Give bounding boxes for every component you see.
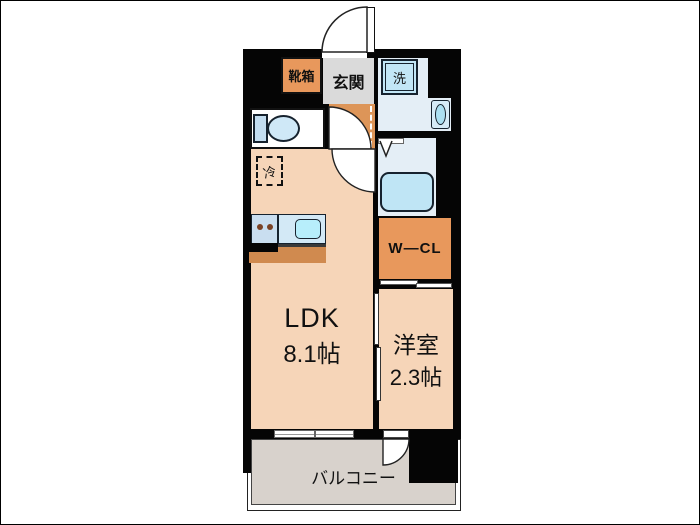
western-room: 洋室 2.3帖: [379, 289, 453, 429]
wcl-label: W—CL: [388, 240, 442, 257]
hall-door1-dash: [370, 106, 372, 147]
shoe-box-label: 靴箱: [288, 69, 315, 84]
window-line-2: [316, 433, 353, 435]
window-line: [275, 433, 314, 435]
ldk-window: [274, 430, 315, 438]
kitchen-sink: [295, 219, 321, 239]
washing-machine-inner: [385, 63, 414, 91]
genkan-label: 玄関: [332, 75, 365, 92]
western-room-label: 洋室: [393, 332, 439, 358]
left-wall-stub: [243, 439, 251, 473]
entrance-door-swing: [321, 6, 368, 53]
western-room-size: 2.3帖: [389, 365, 443, 390]
corner-wall-block: [409, 439, 458, 483]
wcl-sliding-door-2: [416, 283, 452, 288]
room-sliding-door: [374, 293, 379, 345]
washing-machine: 洗: [381, 59, 418, 95]
balcony-door-panel: [383, 430, 409, 438]
toilet-tank: [253, 114, 268, 143]
bathtub: [380, 172, 434, 212]
room-sliding-door-2: [376, 347, 381, 401]
walk-in-closet: W—CL: [379, 218, 451, 279]
burner-dot: [257, 224, 263, 230]
shoe-box: 靴箱: [281, 57, 322, 94]
kitchen-wall-stub: [243, 243, 278, 252]
ldk-window-2: [315, 430, 354, 438]
balcony-label: バルコニー: [311, 468, 396, 488]
refrigerator-space: 冷: [256, 156, 283, 186]
counter-edge-line: [278, 244, 326, 247]
ldk-labels: LDK 8.1帖: [251, 296, 373, 376]
stove-burners: [251, 214, 278, 244]
wcl-sliding-door: [380, 280, 418, 285]
genkan-area: 玄関: [323, 58, 374, 104]
bathroom-folding-door: [378, 138, 404, 144]
ldk-label: LDK: [284, 303, 340, 333]
hall-door2-area: [331, 149, 375, 191]
ldk-room: [251, 149, 373, 429]
hall-door1-area: [329, 104, 375, 149]
refrigerator-label: 冷: [261, 163, 278, 181]
toilet-bowl-icon: [267, 115, 300, 142]
ldk-size: 8.1帖: [283, 341, 341, 368]
burner-dot-2: [267, 224, 273, 230]
entrance-door: [366, 7, 375, 53]
washer-label: 洗: [392, 70, 406, 86]
vanity-basin-icon: [435, 104, 446, 125]
entrance-opening: [322, 49, 367, 58]
